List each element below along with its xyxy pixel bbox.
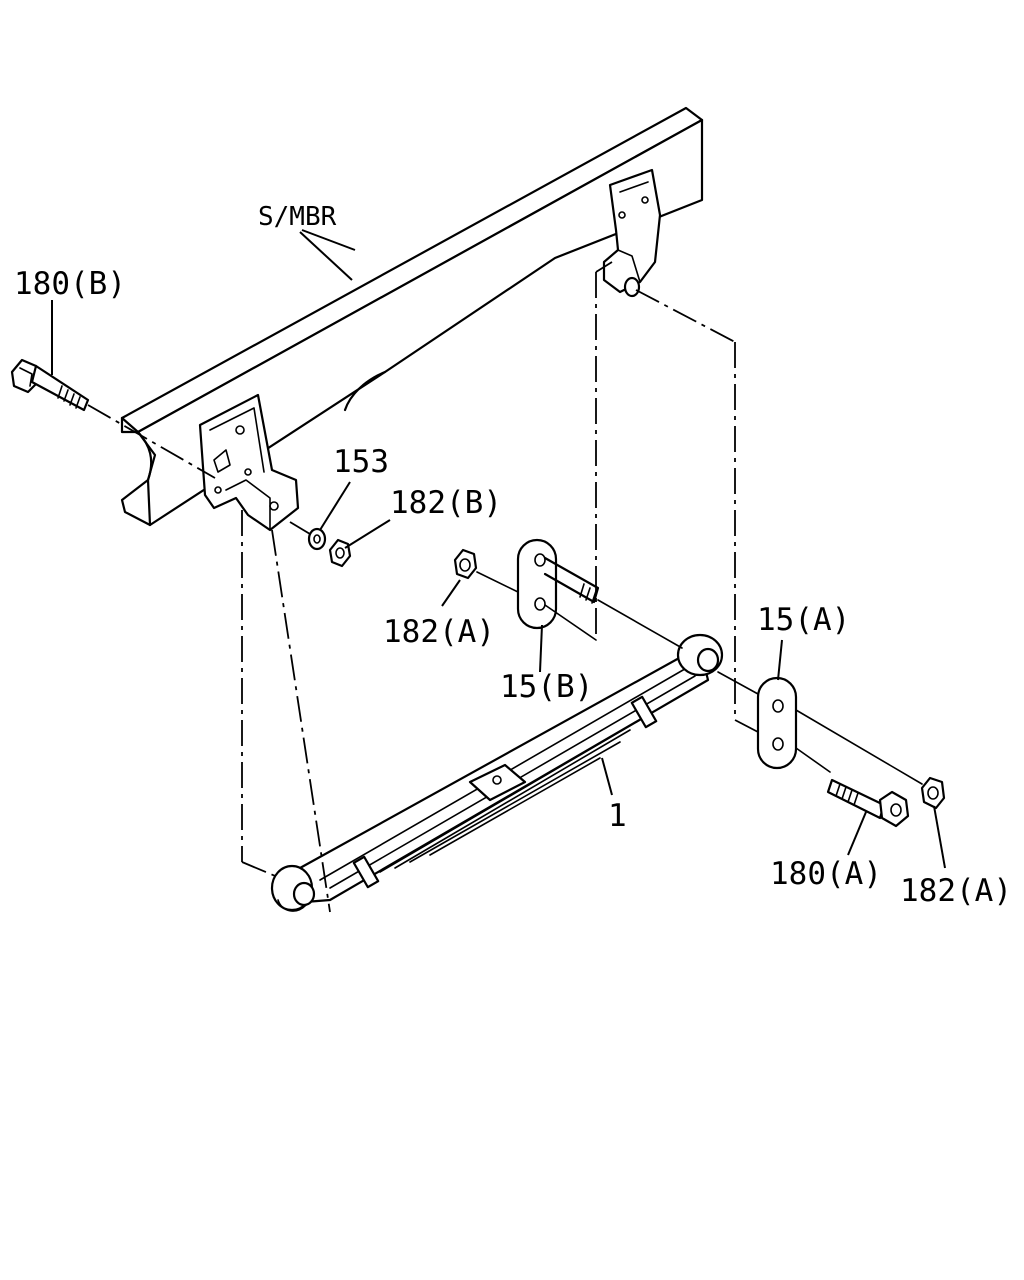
label-washer-153: 153 xyxy=(333,444,389,480)
label-nut-182a-outer: 182(A) xyxy=(900,873,1012,909)
label-nut-182a-inner: 182(A) xyxy=(383,614,495,650)
label-leaf-spring-1: 1 xyxy=(608,798,627,834)
shackle-plate-15a xyxy=(756,676,798,770)
callout-labels: S/MBR 180(B) 153 182(B) 182(A) 15(B) 15(… xyxy=(14,202,1012,909)
label-bolt-180b: 180(B) xyxy=(14,266,126,302)
leader-lines xyxy=(51,229,946,869)
front-hanger-bracket xyxy=(602,168,662,298)
label-shackle-15b: 15(B) xyxy=(500,669,593,705)
frame-side-member xyxy=(120,106,704,527)
bolt-180b xyxy=(10,358,90,412)
label-nut-182b: 182(B) xyxy=(390,485,502,521)
label-frame-member: S/MBR xyxy=(258,202,337,232)
assembly-reference-lines xyxy=(476,571,923,785)
label-bolt-180a: 180(A) xyxy=(770,856,882,892)
bolt-180a xyxy=(826,778,910,828)
washer-153 xyxy=(307,527,327,551)
leaf-spring-assembly xyxy=(270,633,724,912)
nut-182b xyxy=(328,538,352,568)
label-shackle-15a: 15(A) xyxy=(757,602,850,638)
rear-hanger-bracket xyxy=(198,393,300,532)
assembly-centerlines xyxy=(87,261,759,913)
nut-182a-outer xyxy=(920,776,946,810)
nut-182a-inner xyxy=(453,548,478,580)
